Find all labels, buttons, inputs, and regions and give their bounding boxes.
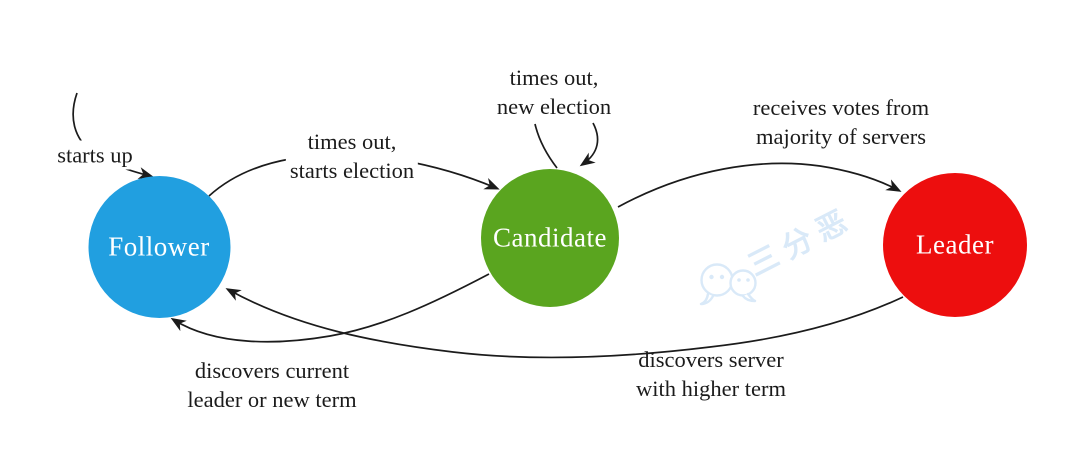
edge-label-receives-votes: receives votes from majority of servers [753,93,929,151]
edge-leader-to-follower [225,288,904,359]
edge-label-starts-up: starts up [53,140,137,170]
edge-label-line: times out, [307,129,397,154]
edge-label-line: with higher term [636,376,786,401]
state-leader-label: Leader [916,229,994,260]
edge-label-line: new election [496,94,612,119]
state-follower-label: Follower [108,231,210,262]
edge-label-line: times out, [509,65,599,90]
state-candidate-node [481,169,619,307]
edge-label-line: majority of servers [756,124,926,149]
edge-label-line: leader or new term [187,387,357,412]
edge-candidate-self-out [534,123,558,169]
edge-label-times-out-new-election: times out, new election [492,63,616,121]
edge-label-discovers-higher-term: discovers server with higher term [636,345,786,403]
edge-candidate-self-in [579,122,599,167]
edge-candidate-to-follower [170,273,490,343]
state-follower-node [88,176,231,318]
edge-label-line: receives votes from [752,95,930,120]
edge-label-line: discovers current [194,358,350,383]
edge-label-times-out-starts-election: times out, starts election [285,127,419,185]
edge-label-line: starts up [57,142,133,168]
edge-label-line: discovers server [638,347,784,372]
state-candidate-label: Candidate [493,222,607,253]
wechat-icon [699,263,757,306]
state-leader-node [883,173,1027,317]
edge-label-line: starts election [289,158,415,183]
edge-label-discovers-leader: discovers current leader or new term [187,356,356,414]
edge-candidate-to-leader [617,162,902,208]
